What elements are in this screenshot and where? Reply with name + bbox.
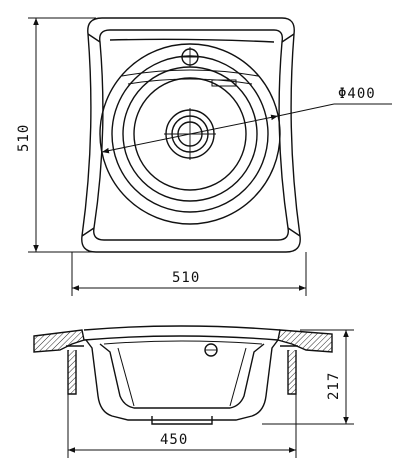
sink-top-surface: [83, 325, 281, 331]
left-rim-section: [33, 329, 85, 353]
right-rim-section: [277, 329, 333, 353]
drain-section: [151, 416, 213, 425]
height-dimension: [28, 17, 96, 253]
height-label: 510: [16, 124, 32, 152]
diameter-dimension: [101, 103, 392, 154]
bowl-inner-wall: [99, 343, 265, 409]
overflow-slot: [211, 79, 237, 87]
bottom-width-label: 450: [160, 432, 188, 448]
depth-label: 217: [326, 372, 342, 400]
bowl-ring-1: [99, 43, 281, 225]
sink-outer-rim: [81, 17, 301, 253]
drainer-edge: [109, 38, 275, 43]
top-width-label: 510: [172, 270, 200, 286]
top-view: [81, 17, 301, 253]
left-clip: [67, 350, 77, 395]
diameter-label: Φ400: [338, 86, 376, 102]
section-view: [33, 325, 333, 425]
sink-inner-rim: [93, 29, 289, 241]
bottom-width-dimension: [67, 394, 297, 458]
top-width-dimension: [71, 252, 307, 296]
right-clip: [287, 350, 297, 395]
depth-dimension: [262, 329, 354, 425]
